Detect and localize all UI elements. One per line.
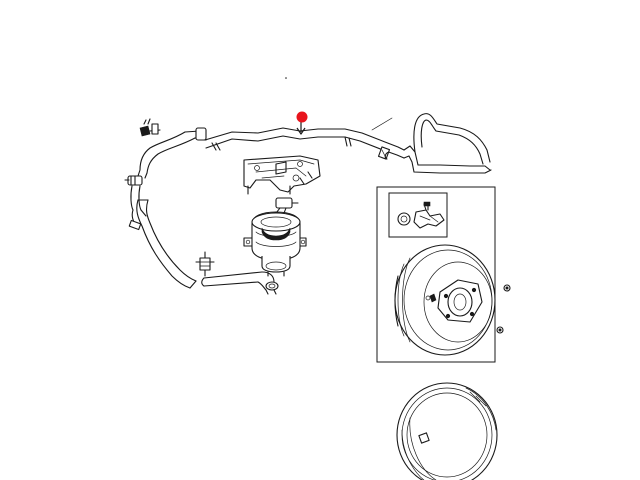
check-valve-fitting	[195, 251, 215, 277]
booster-seal-ring	[396, 382, 498, 480]
main-vacuum-hose	[204, 113, 492, 174]
check-valve-inset	[388, 192, 448, 238]
red-marker-dot	[296, 111, 308, 123]
brake-booster	[394, 244, 496, 356]
left-hose-assembly	[124, 118, 221, 289]
brake-booster-detail-box	[376, 186, 511, 363]
callout-marker	[296, 111, 308, 135]
lower-short-hose	[201, 271, 279, 295]
vacuum-pump	[243, 197, 307, 277]
pump-mounting-bracket	[243, 155, 321, 195]
